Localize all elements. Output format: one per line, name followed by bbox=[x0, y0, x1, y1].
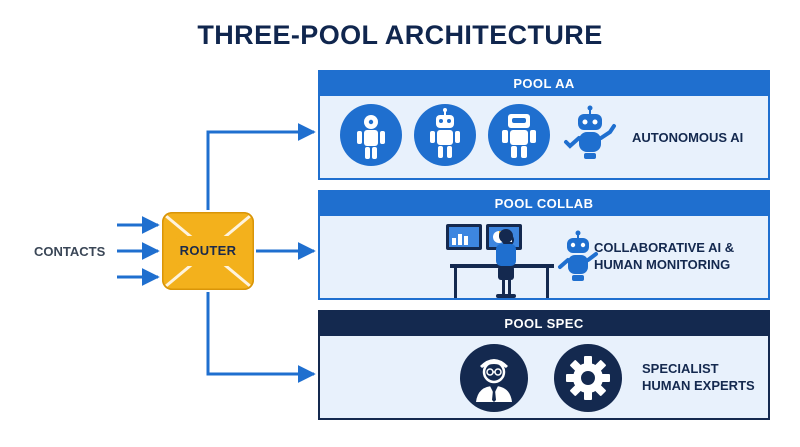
contacts-label: CONTACTS bbox=[34, 244, 106, 259]
pool-collab: POOL COLLAB COLLABORATIVE AI & bbox=[318, 190, 770, 300]
pool-collab-description-line-1: COLLABORATIVE AI & bbox=[594, 240, 735, 255]
human-expert-icon bbox=[460, 344, 528, 412]
pool-spec-description: SPECIALIST HUMAN EXPERTS bbox=[642, 360, 755, 394]
pool-spec: POOL SPEC SPECIALIST HUMAN EXPERTS bbox=[318, 310, 770, 420]
diagram-title: THREE-POOL ARCHITECTURE bbox=[197, 20, 603, 50]
route-to-pool-spec bbox=[206, 292, 316, 383]
pool-aa: POOL AA bbox=[318, 70, 770, 180]
pool-spec-header: POOL SPEC bbox=[320, 312, 768, 336]
pool-spec-description-line-2: HUMAN EXPERTS bbox=[642, 378, 755, 393]
router-box: ROUTER bbox=[162, 212, 254, 290]
pool-spec-description-line-1: SPECIALIST bbox=[642, 361, 719, 376]
workstation-icon bbox=[446, 224, 554, 298]
pool-aa-description-line-1: AUTONOMOUS AI bbox=[632, 130, 744, 145]
robot-arm-icon bbox=[558, 230, 598, 281]
router-x-pattern bbox=[162, 212, 254, 290]
robot-icon bbox=[488, 104, 550, 166]
router-label: ROUTER bbox=[179, 243, 237, 258]
pool-collab-description: COLLABORATIVE AI & HUMAN MONITORING bbox=[594, 239, 734, 273]
robot-icon bbox=[340, 104, 402, 166]
pool-collab-header: POOL COLLAB bbox=[320, 192, 768, 216]
pool-aa-header: POOL AA bbox=[320, 72, 768, 96]
pool-aa-description: AUTONOMOUS AI bbox=[632, 129, 743, 146]
gear-icon bbox=[554, 344, 622, 412]
robot-icon bbox=[414, 104, 476, 166]
robot-arm-icon bbox=[564, 105, 616, 159]
route-to-pool-aa bbox=[206, 123, 316, 210]
pool-collab-description-line-2: HUMAN MONITORING bbox=[594, 257, 731, 272]
